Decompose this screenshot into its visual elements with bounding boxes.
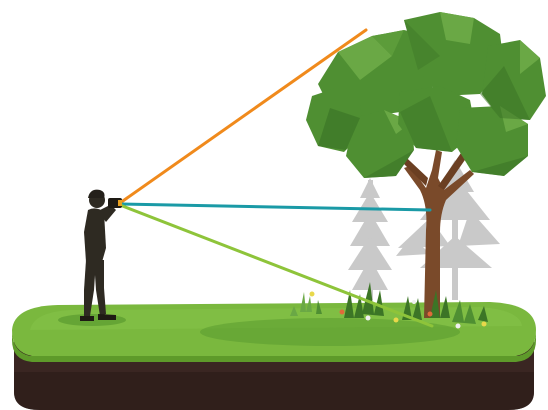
tree-icon (306, 12, 546, 318)
soil-shade (14, 372, 534, 410)
tree-canopy (306, 12, 546, 178)
rangefinder-icon (108, 198, 122, 208)
person-icon (80, 190, 116, 321)
line-to-trunk (120, 204, 430, 210)
